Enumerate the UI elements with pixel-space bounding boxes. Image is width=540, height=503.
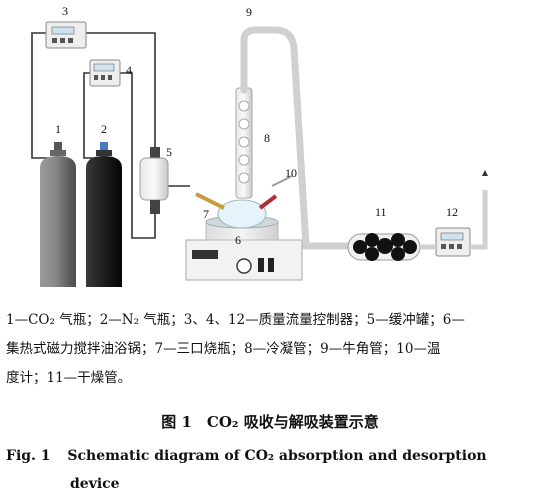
caption-english: Fig. 1 Schematic diagram of CO₂ absorpti… bbox=[6, 442, 536, 498]
label-5: 5 bbox=[166, 145, 172, 159]
legend-line-3: 度计；11—干燥管。 bbox=[6, 370, 132, 386]
caption-chinese: 图 1 CO₂ 吸收与解吸装置示意 bbox=[161, 413, 379, 431]
mass-flow-controller-12 bbox=[435, 227, 471, 257]
adapter-tube bbox=[240, 26, 352, 250]
label-3: 3 bbox=[62, 4, 68, 18]
outlet-arrow bbox=[482, 170, 488, 176]
n2-cylinder bbox=[86, 142, 122, 287]
caption-english-line-1: Schematic diagram of CO₂ absorption and … bbox=[67, 448, 487, 464]
three-neck-flask bbox=[195, 192, 278, 229]
label-9: 9 bbox=[246, 5, 252, 19]
label-2: 2 bbox=[101, 122, 107, 136]
mass-flow-controller-3 bbox=[45, 21, 87, 49]
thermometer bbox=[271, 175, 293, 187]
label-11: 11 bbox=[375, 205, 387, 219]
co2-cylinder bbox=[40, 142, 76, 287]
label-6: 6 bbox=[235, 233, 241, 247]
apparatus-diagram: 1 2 3 4 5 6 7 8 9 10 11 12 bbox=[31, 4, 488, 287]
label-12: 12 bbox=[446, 205, 458, 219]
caption-english-line-2: device bbox=[70, 476, 120, 492]
legend-line-1: 1—CO₂ 气瓶；2—N₂ 气瓶；3、4、12—质量流量控制器；5—缓冲罐；6— bbox=[6, 312, 465, 328]
outlet-tube bbox=[420, 190, 488, 250]
mass-flow-controller-4 bbox=[89, 59, 121, 87]
buffer-tank bbox=[139, 147, 169, 214]
legend-line-2: 集热式磁力搅拌油浴锅；7—三口烧瓶；8—冷凝管；9—牛角管；10—温 bbox=[6, 341, 441, 357]
label-10: 10 bbox=[285, 166, 297, 180]
condenser-tube bbox=[235, 87, 253, 199]
drying-tube bbox=[347, 233, 421, 261]
label-7: 7 bbox=[203, 207, 209, 221]
figure-legend: 1—CO₂ 气瓶；2—N₂ 气瓶；3、4、12—质量流量控制器；5—缓冲罐；6—… bbox=[6, 306, 534, 393]
caption-fig-number: Fig. 1 bbox=[6, 448, 51, 464]
label-1: 1 bbox=[55, 122, 61, 136]
label-4: 4 bbox=[126, 63, 132, 77]
label-8: 8 bbox=[264, 131, 270, 145]
